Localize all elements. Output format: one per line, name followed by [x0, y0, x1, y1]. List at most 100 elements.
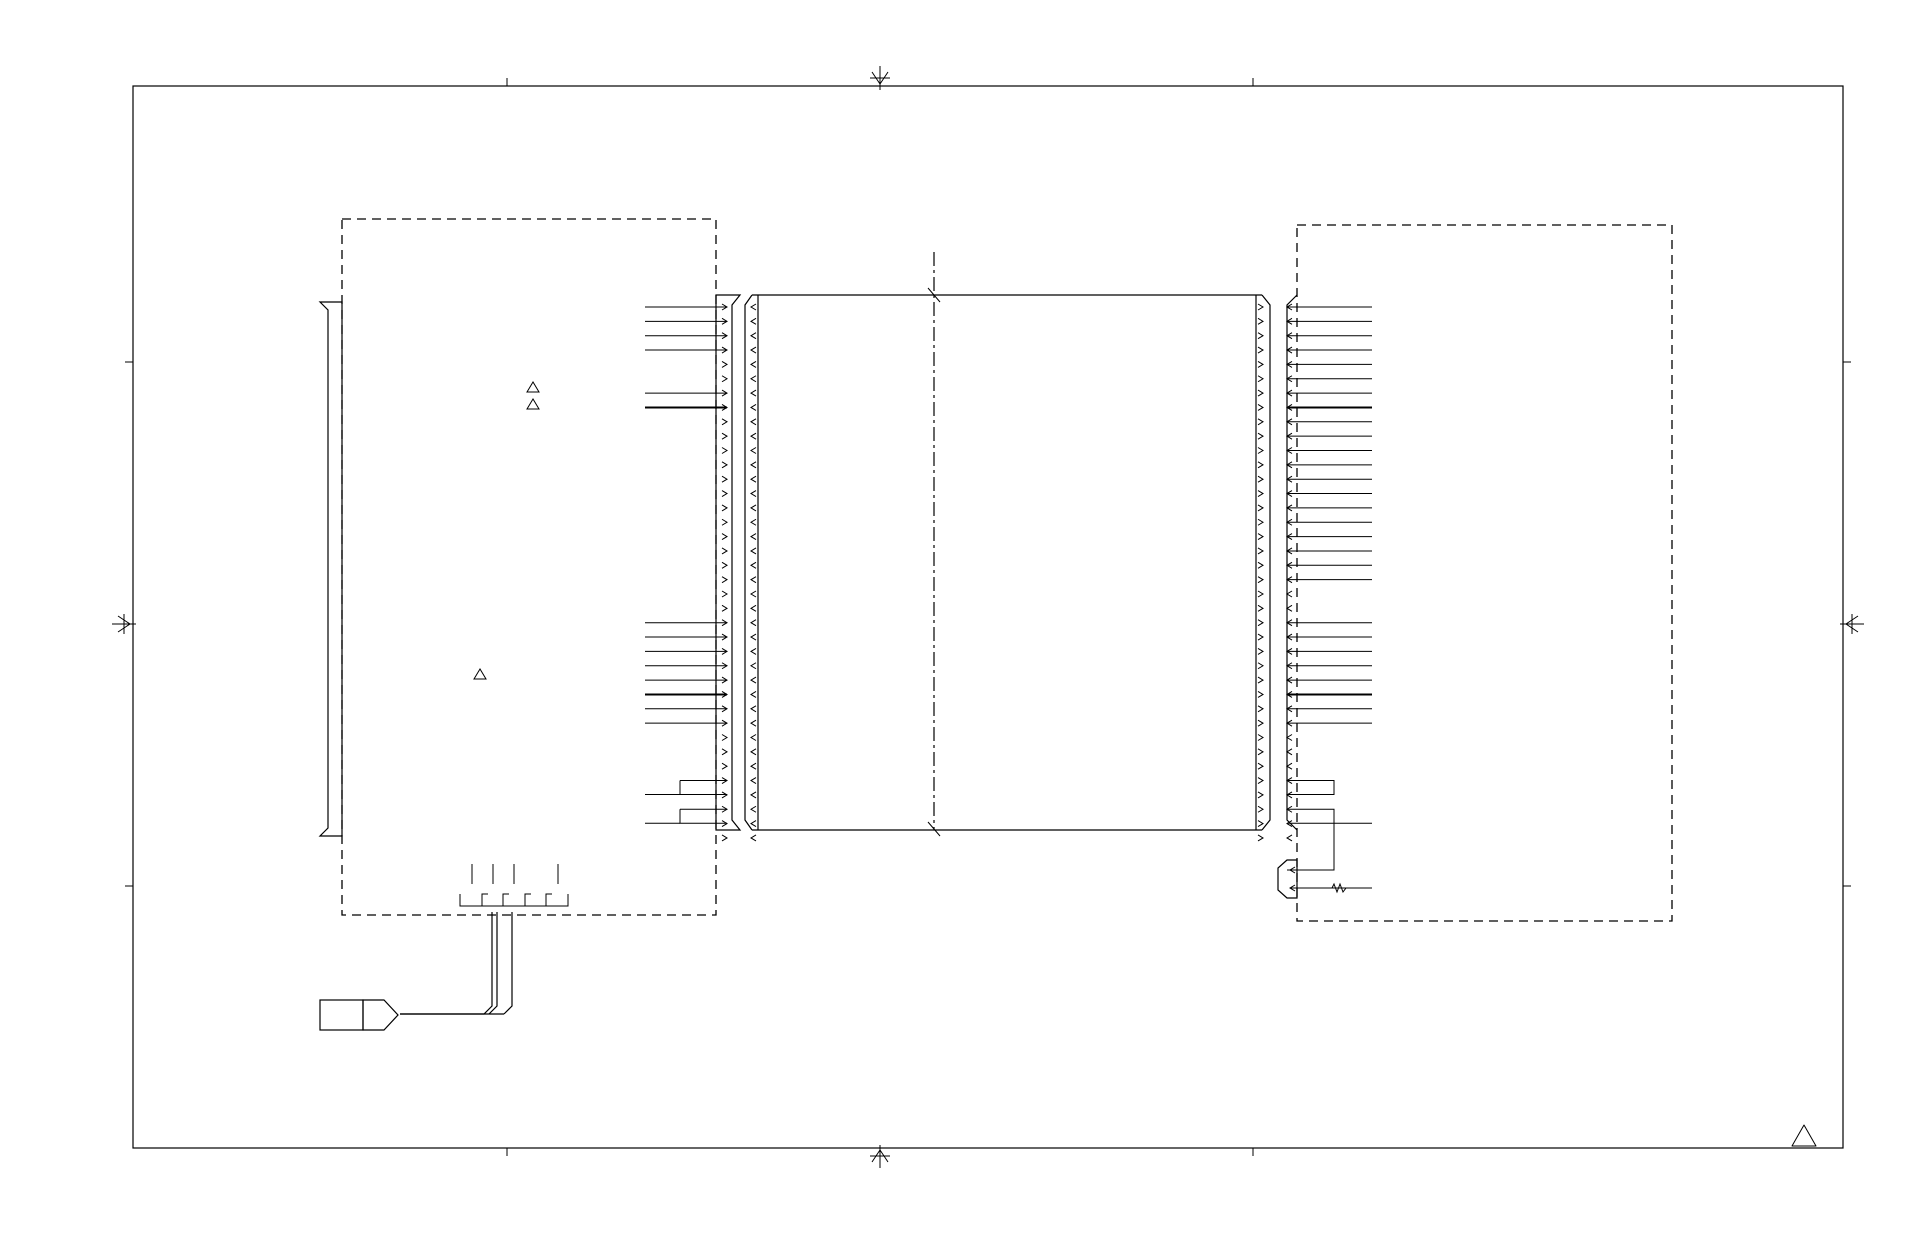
pin-arrow — [1257, 633, 1264, 641]
pin-arrow — [750, 633, 757, 641]
pin-arrow — [1257, 418, 1264, 426]
pin-arrow — [721, 547, 728, 555]
pin-arrow — [750, 404, 757, 411]
pin-arrow — [750, 461, 757, 469]
pin-arrow — [1286, 590, 1293, 598]
pin-arrow — [1257, 791, 1264, 799]
pin-arrow — [1257, 619, 1264, 627]
connector-plug-icon — [319, 999, 399, 1031]
pin-arrow — [1257, 490, 1264, 497]
pin-arrow — [750, 647, 757, 655]
pin-arrow — [721, 375, 728, 383]
pin-arrow — [1257, 518, 1264, 526]
center-cable — [752, 252, 1262, 837]
bottom-pin-stubs — [459, 864, 569, 907]
warning-triangle-icon — [473, 668, 487, 680]
pin-arrow — [721, 533, 728, 541]
pin-arrow — [1257, 332, 1264, 340]
pin-arrow — [750, 389, 757, 397]
crosshair-arrow-down-icon — [870, 66, 890, 90]
left-jumper — [679, 808, 727, 824]
pin-arrow — [750, 734, 757, 741]
pin-arrow — [1257, 375, 1264, 383]
right-mating-housing — [1286, 294, 1298, 831]
pin-arrow — [1257, 547, 1264, 555]
pin-arrow — [1257, 360, 1264, 368]
resistor-icon — [1331, 882, 1347, 894]
pin-arrow — [721, 604, 728, 612]
pin-arrow — [750, 504, 757, 512]
pin-arrow — [1257, 805, 1264, 813]
pin-arrow — [1257, 719, 1264, 727]
pin-arrow — [750, 346, 757, 354]
pin-arrow — [1257, 389, 1264, 397]
left-jumper — [679, 780, 727, 796]
right-jumper — [1287, 780, 1335, 796]
left-mating-housing — [744, 294, 753, 831]
right-jumper — [1287, 808, 1335, 871]
pin-arrow — [1257, 748, 1264, 756]
pin-arrow — [750, 590, 757, 598]
pin-arrow — [750, 490, 757, 497]
pin-arrow — [750, 662, 757, 670]
pin-arrow — [1257, 504, 1264, 512]
pin-arrow — [750, 576, 757, 584]
pin-arrow — [750, 360, 757, 368]
pin-arrow — [1286, 834, 1293, 842]
pin-arrow — [750, 705, 757, 713]
pin-arrow — [1257, 447, 1264, 454]
pin-arrow — [750, 748, 757, 756]
pin-arrow — [721, 590, 728, 598]
pin-arrow — [750, 518, 757, 526]
pin-arrow — [721, 834, 728, 842]
signal-lines — [645, 294, 1372, 894]
pin-arrow — [750, 834, 757, 842]
pin-arrow — [750, 791, 757, 799]
left-connector-housing — [715, 294, 742, 831]
pin-arrow — [1257, 676, 1264, 684]
crosshair-arrow-right-icon — [112, 614, 136, 634]
right-connector-housing — [1261, 294, 1271, 831]
pin-arrow — [1289, 866, 1296, 874]
pin-arrow — [750, 475, 757, 483]
pin-arrow — [1257, 533, 1264, 541]
pin-arrow — [750, 805, 757, 813]
pin-arrow — [1286, 604, 1293, 612]
pin-arrow — [721, 561, 728, 569]
pin-arrow — [750, 418, 757, 426]
pin-arrow — [721, 432, 728, 440]
pin-arrow — [1257, 461, 1264, 469]
pin-arrow — [721, 762, 728, 770]
pin-arrow — [1257, 762, 1264, 770]
warning-triangle-icon — [526, 381, 540, 393]
crosshair-arrow-up-icon — [870, 1145, 890, 1168]
pin-arrow — [1257, 346, 1264, 354]
pin-arrow — [721, 475, 728, 483]
pin-arrow — [750, 533, 757, 541]
pin-arrow — [721, 504, 728, 512]
pin-arrow — [750, 375, 757, 383]
pin-arrow — [721, 734, 728, 741]
pin-arrow — [1257, 647, 1264, 655]
pin-arrow — [1257, 432, 1264, 440]
pin-arrow — [750, 719, 757, 727]
right-board — [1277, 224, 1673, 922]
pin-arrow — [1257, 691, 1264, 698]
pin-arrow — [750, 561, 757, 569]
warning-triangle-icon — [526, 398, 540, 410]
pin-arrow — [750, 777, 757, 784]
pin-arrow — [750, 619, 757, 627]
pin-arrow — [1257, 576, 1264, 584]
pin-arrow — [721, 748, 728, 756]
pin-arrow — [750, 432, 757, 440]
pin-arrow — [1257, 475, 1264, 483]
pin-arrow — [1257, 705, 1264, 713]
pin-arrow — [721, 360, 728, 368]
left-board — [318, 218, 717, 1015]
pin-arrow — [1257, 317, 1264, 325]
pin-arrow — [750, 676, 757, 684]
pin-arrow — [750, 547, 757, 555]
pin-arrow — [1257, 734, 1264, 741]
pin-arrow — [1257, 561, 1264, 569]
pin-arrow — [1257, 662, 1264, 670]
